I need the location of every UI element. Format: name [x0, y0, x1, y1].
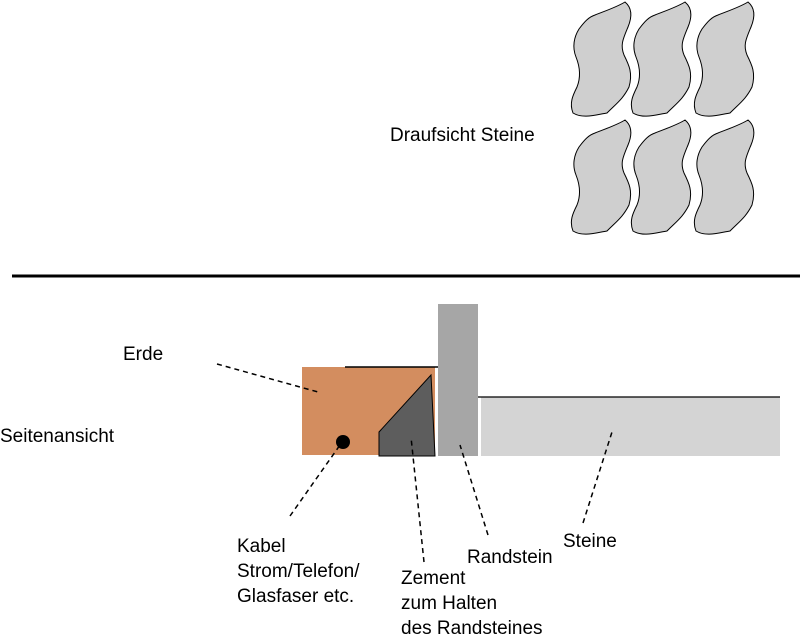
stones-leader-line [582, 431, 613, 524]
paver-stone [630, 1, 692, 117]
cement-label-line-1: Zement [401, 568, 466, 589]
cable-label: Kabel Strom/Telefon/ Glasfaser etc. [237, 536, 365, 607]
cable-leader-line [289, 444, 341, 517]
cable-label-line-2: Strom/Telefon/ [237, 561, 360, 582]
earth-label: Erde [123, 344, 163, 365]
cable-dot [336, 435, 350, 449]
paver-grid [570, 1, 755, 235]
curb-leader-line [459, 444, 489, 536]
paver-stone [570, 119, 632, 235]
stones-layer [481, 397, 780, 456]
cement-label-line-2: zum Halten [401, 593, 497, 614]
side-view-label: Seitenansicht [0, 426, 115, 447]
top-view-label: Draufsicht Steine [390, 125, 535, 146]
cement-label-line-3: des Randsteines [401, 618, 543, 636]
curb-stone [438, 304, 478, 456]
stones-label: Steine [563, 531, 617, 552]
paver-stone [693, 1, 755, 117]
cable-label-line-3: Glasfaser etc. [237, 586, 354, 607]
paver-stone [630, 119, 692, 235]
cable-label-line-1: Kabel [237, 536, 286, 557]
cement-label: Zement zum Halten des Randsteines [401, 568, 543, 636]
paver-stone [570, 1, 632, 117]
curb-label: Randstein [467, 547, 553, 568]
paver-stone [693, 119, 755, 235]
cement-leader-line [410, 436, 425, 563]
cement-wedge [378, 373, 436, 457]
